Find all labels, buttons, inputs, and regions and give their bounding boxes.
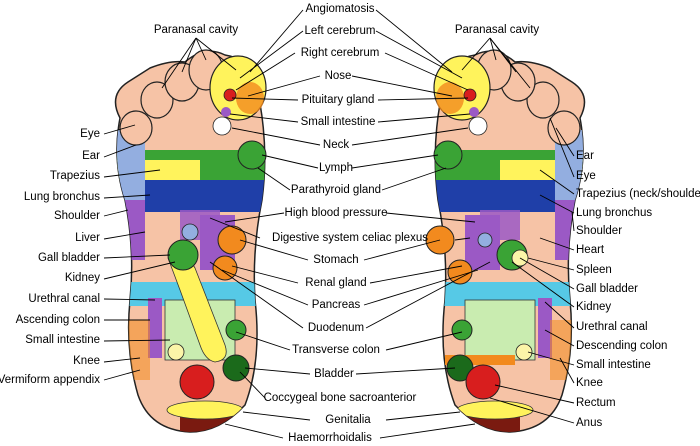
label-right-kidney: Kidney — [576, 301, 612, 313]
label-parathyroid-gland: Parathyroid gland — [290, 184, 382, 196]
label-left-eye: Eye — [80, 128, 100, 140]
label-bladder: Bladder — [314, 368, 354, 380]
label-genitalia: Genitalia — [325, 414, 371, 426]
label-high-blood-pressure: High blood pressure — [284, 207, 388, 219]
right-foot — [425, 49, 586, 433]
label-left-shoulder: Shoulder — [53, 210, 100, 222]
label-right-small-intestine: Small intestine — [576, 359, 651, 371]
label-left-lung-bronchus: Lung bronchus — [23, 191, 100, 203]
label-left-ear: Ear — [82, 150, 100, 162]
label-pancreas: Pancreas — [311, 299, 361, 311]
label-lymph: Lymph — [318, 162, 354, 174]
label-haemorrhoidalis: Haemorrhoidalis — [288, 432, 372, 444]
label-transverse-colon: Transverse colon — [292, 344, 380, 356]
label-right-gall-bladder: Gall bladder — [576, 283, 639, 295]
label-left-urethral-canal: Urethral canal — [28, 293, 100, 305]
label-left-paranasal-cavity: Paranasal cavity — [153, 24, 239, 36]
label-digestive-celiac-plexus: Digestive system celiac plexus — [272, 232, 428, 244]
label-anus: Anus — [576, 417, 603, 429]
label-right-eye: Eye — [576, 170, 596, 182]
label-left-liver: Liver — [75, 232, 100, 244]
label-rectum: Rectum — [576, 397, 616, 409]
label-right-urethral-canal: Urethral canal — [576, 321, 648, 333]
label-left-knee: Knee — [73, 355, 100, 367]
label-right-trapezius: Trapezius (neck/shoulder) — [576, 188, 700, 200]
label-descending-colon: Descending colon — [576, 340, 668, 352]
label-duodenum: Duodenum — [307, 322, 365, 334]
label-left-small-intestine: Small intestine — [25, 334, 100, 346]
label-left-vermiform-appendix: Vermiform appendix — [0, 374, 100, 386]
label-renal-gland: Renal gland — [305, 277, 367, 289]
label-right-knee: Knee — [576, 377, 603, 389]
label-neck: Neck — [322, 139, 350, 151]
label-left-ascending-colon: Ascending colon — [15, 314, 100, 326]
label-pituitary-gland: Pituitary gland — [301, 94, 375, 106]
label-right-cerebrum: Right cerebrum — [300, 47, 380, 59]
label-spleen: Spleen — [576, 264, 612, 276]
label-angiomatosis: Angiomatosis — [305, 3, 375, 15]
label-left-cerebrum: Left cerebrum — [304, 25, 376, 37]
label-center-small-intestine: Small intestine — [300, 116, 376, 128]
label-right-shoulder: Shoulder — [576, 225, 623, 237]
label-coccygeal-bone: Coccygeal bone sacroanterior — [263, 392, 417, 404]
label-right-lung-bronchus: Lung bronchus — [576, 207, 653, 219]
label-stomach: Stomach — [313, 254, 359, 266]
label-nose: Nose — [324, 70, 352, 82]
label-heart: Heart — [576, 244, 605, 256]
label-right-ear: Ear — [576, 150, 594, 162]
left-foot — [114, 49, 267, 433]
leader-lines — [103, 9, 575, 439]
label-left-kidney: Kidney — [64, 272, 100, 284]
label-right-paranasal-cavity: Paranasal cavity — [454, 24, 540, 36]
label-left-trapezius: Trapezius — [49, 170, 100, 182]
label-left-gall-bladder: Gall bladder — [37, 252, 100, 264]
